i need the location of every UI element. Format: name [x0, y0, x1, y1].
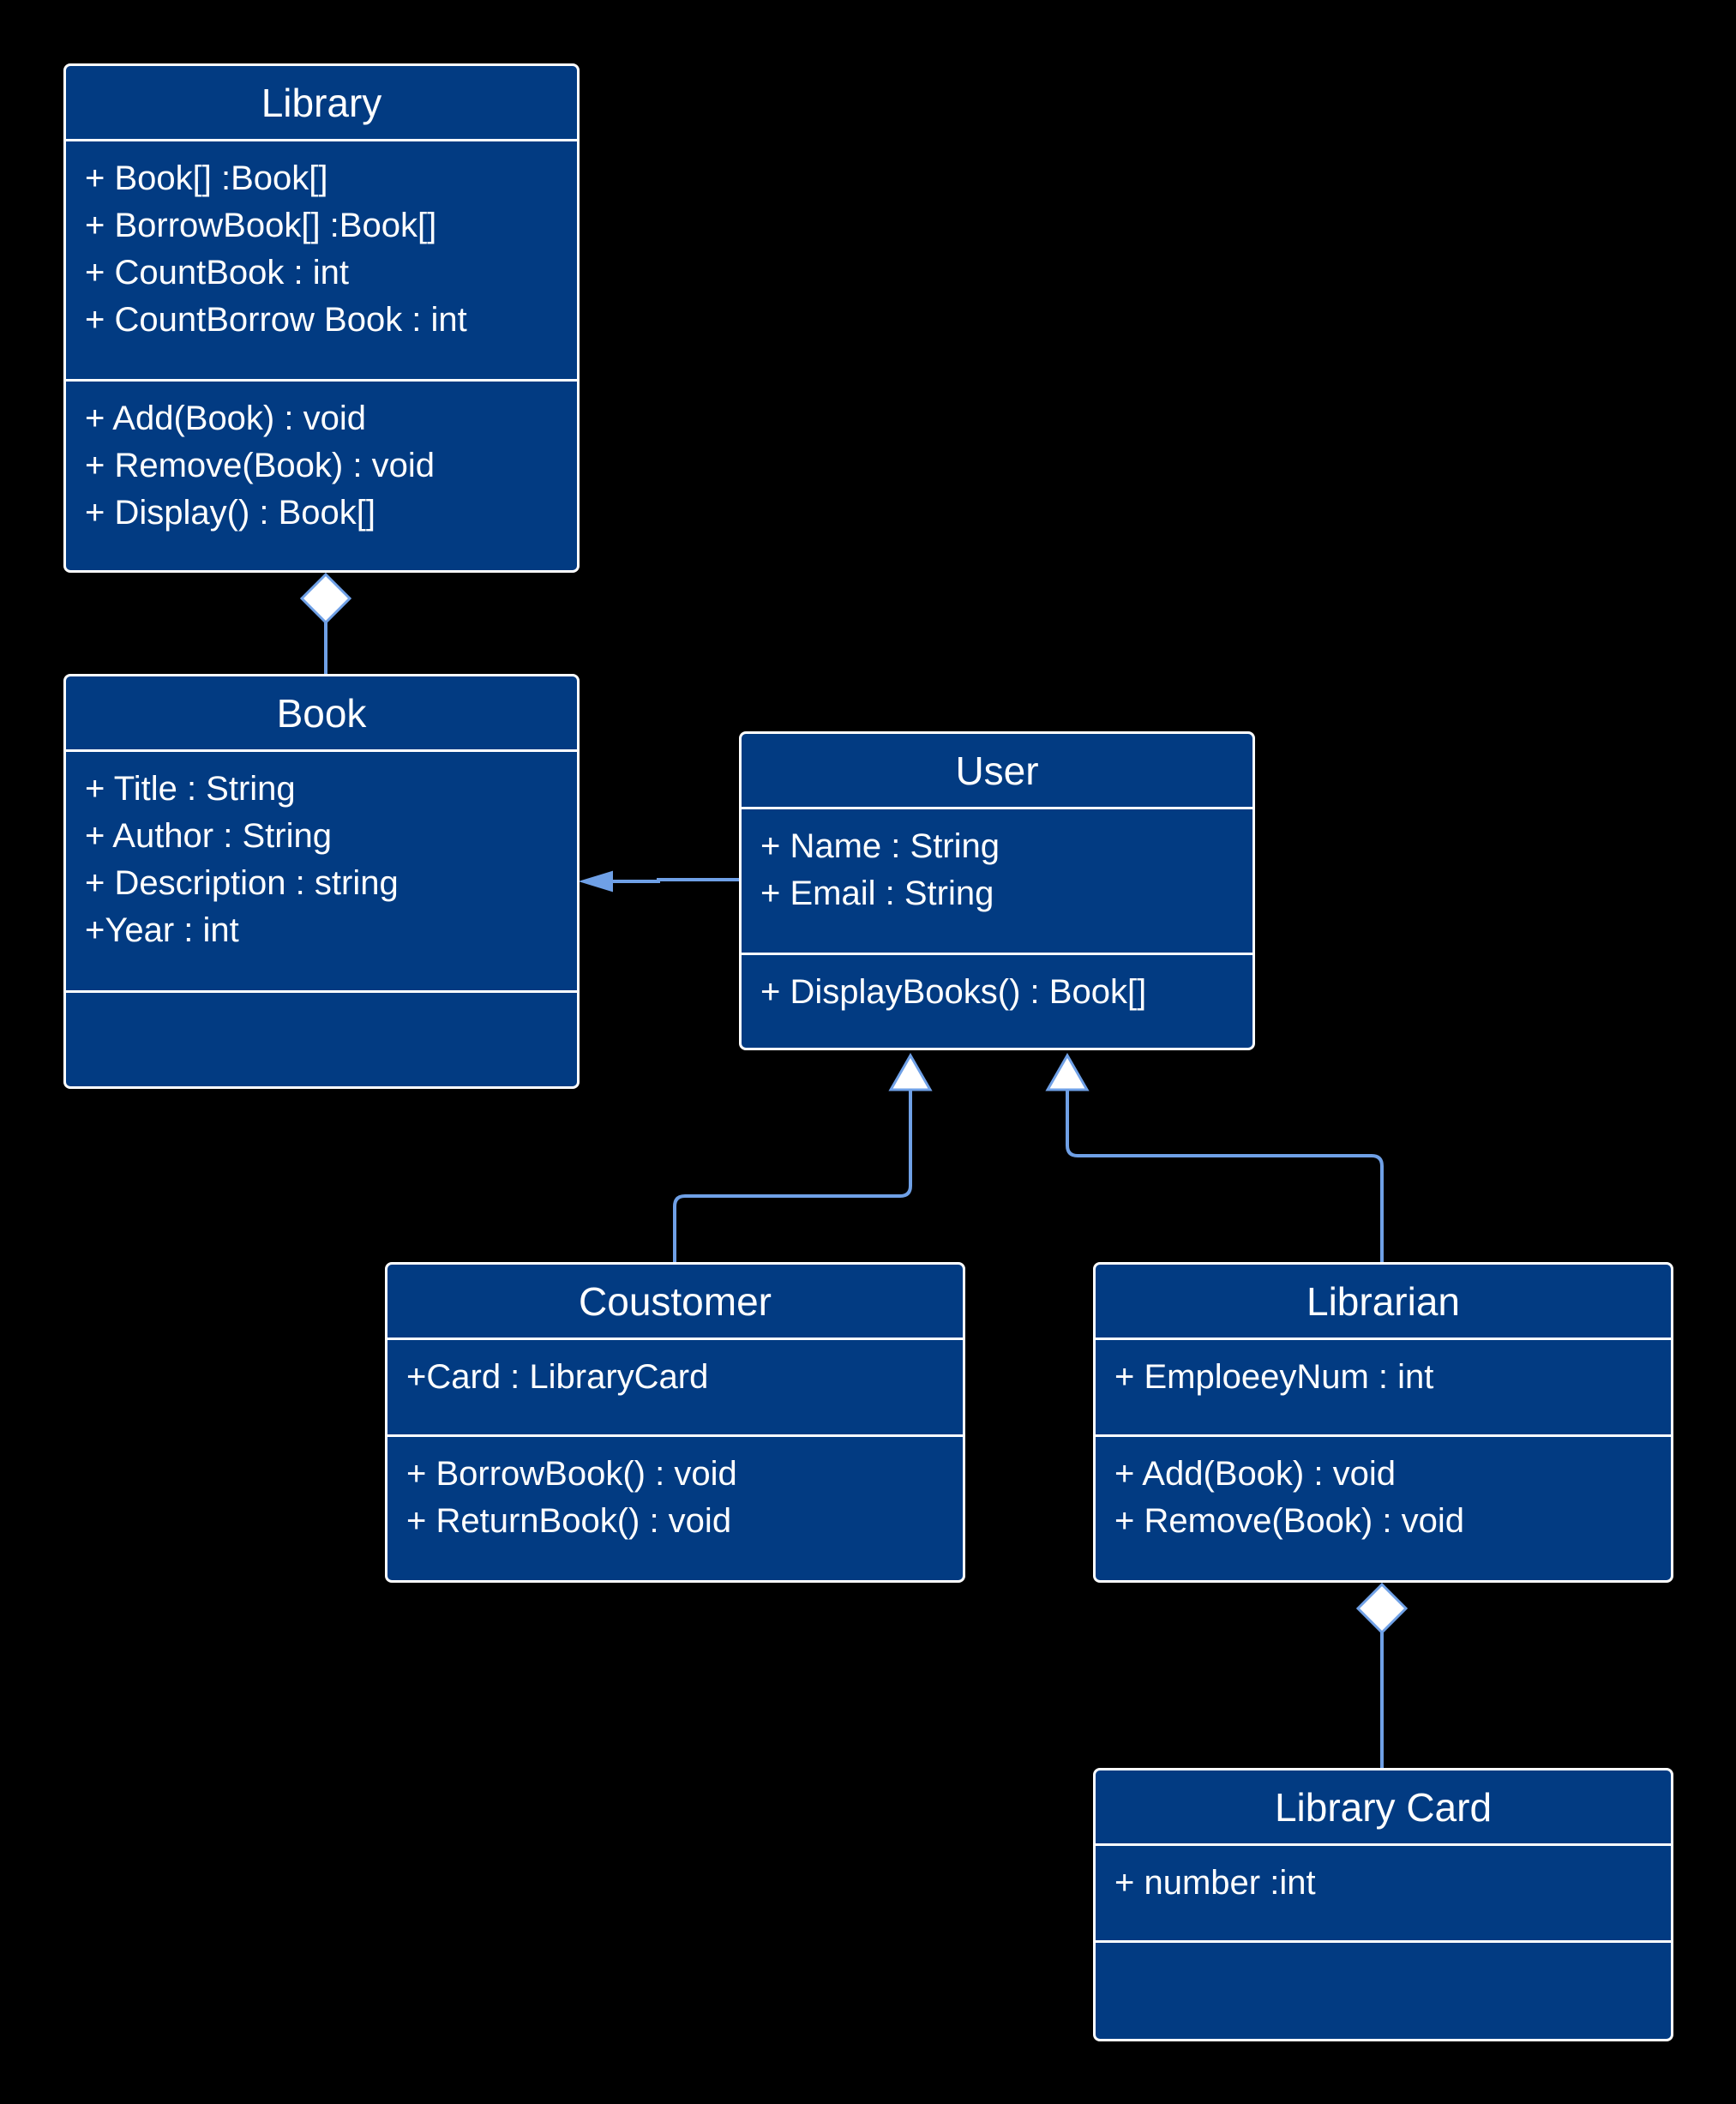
attributes-compartment: +Card : LibraryCard [387, 1340, 963, 1437]
operation: + Add(Book) : void [1114, 1455, 1396, 1493]
operation: + DisplayBooks() : Book[] [760, 973, 1147, 1011]
attribute: + Author : String [85, 817, 332, 855]
association-arrowhead [578, 870, 613, 893]
attribute: +Year : int [85, 911, 239, 949]
class-librarian[interactable]: Librarian + EmploeeyNum : int + Add(Book… [1093, 1262, 1673, 1583]
operations-compartment [1096, 1943, 1671, 1957]
customer-generalization-triangle [888, 1052, 933, 1091]
class-name: Book [66, 676, 577, 752]
operation: + BorrowBook() : void [406, 1455, 737, 1493]
class-name: Library Card [1096, 1770, 1671, 1846]
class-name: Library [66, 66, 577, 141]
attribute: + BorrowBook[] :Book[] [85, 207, 437, 244]
attribute: + EmploeeyNum : int [1114, 1358, 1434, 1396]
class-user[interactable]: User + Name : String + Email : String + … [739, 731, 1255, 1050]
class-name: Librarian [1096, 1265, 1671, 1340]
class-library[interactable]: Library + Book[] :Book[] + BorrowBook[] … [63, 63, 580, 573]
library-aggregation-diamond [299, 572, 352, 625]
attribute: + Description : string [85, 864, 399, 902]
customer-user-generalization-line [673, 1091, 912, 1262]
class-name: Coustomer [387, 1265, 963, 1340]
operation: + Remove(Book) : void [1114, 1502, 1464, 1540]
librarian-aggregation-diamond [1355, 1582, 1409, 1635]
attributes-compartment: + Book[] :Book[] + BorrowBook[] :Book[] … [66, 141, 577, 382]
operations-compartment: + Add(Book) : void + Remove(Book) : void… [66, 382, 577, 537]
operation: + Add(Book) : void [85, 400, 366, 437]
operations-compartment: + DisplayBooks() : Book[] [742, 955, 1252, 1016]
attribute: +Card : LibraryCard [406, 1358, 709, 1396]
operations-compartment: + BorrowBook() : void + ReturnBook() : v… [387, 1437, 963, 1545]
user-book-association-line [610, 878, 739, 883]
attributes-compartment: + number :int [1096, 1846, 1671, 1943]
operation: + ReturnBook() : void [406, 1502, 732, 1540]
class-library-card[interactable]: Library Card + number :int [1093, 1768, 1673, 2041]
attribute: + Book[] :Book[] [85, 159, 328, 197]
attribute: + CountBorrow Book : int [85, 301, 467, 339]
class-name: User [742, 734, 1252, 809]
class-book[interactable]: Book + Title : String + Author : String … [63, 674, 580, 1089]
attribute: + Email : String [760, 875, 994, 912]
attributes-compartment: + Title : String + Author : String + Des… [66, 752, 577, 993]
attribute: + Title : String [85, 770, 296, 808]
librarian-generalization-triangle [1045, 1052, 1090, 1091]
attribute: + CountBook : int [85, 254, 349, 292]
operation: + Display() : Book[] [85, 494, 376, 532]
operations-compartment: + Add(Book) : void + Remove(Book) : void [1096, 1437, 1671, 1545]
librarian-user-generalization-line [1066, 1091, 1384, 1262]
attributes-compartment: + Name : String + Email : String [742, 809, 1252, 955]
class-customer[interactable]: Coustomer +Card : LibraryCard + BorrowBo… [385, 1262, 965, 1583]
operation: + Remove(Book) : void [85, 447, 435, 484]
attribute: + number :int [1114, 1864, 1316, 1902]
attributes-compartment: + EmploeeyNum : int [1096, 1340, 1671, 1437]
attribute: + Name : String [760, 827, 1000, 865]
operations-compartment [66, 993, 577, 1007]
